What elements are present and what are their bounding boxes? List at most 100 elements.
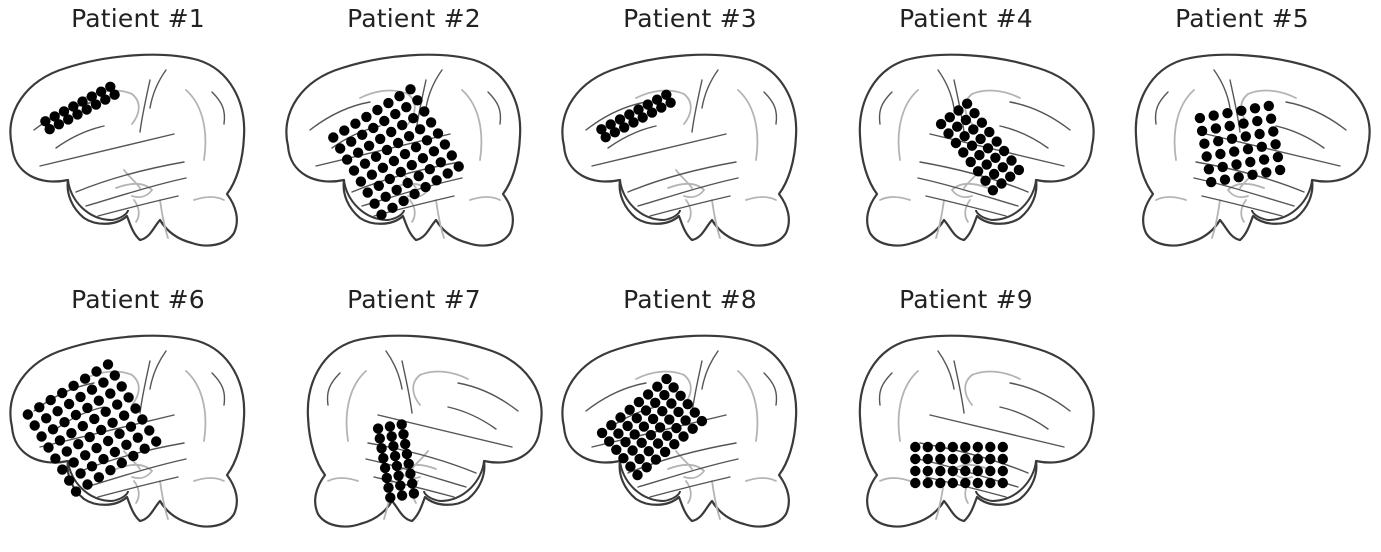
electrode [1199,139,1209,149]
electrode [948,454,958,464]
electrode [935,442,945,452]
electrode [382,473,392,483]
electrode [620,437,630,447]
electrode [983,143,993,153]
electrode [36,431,46,441]
electrode [82,403,92,413]
electrode [627,445,637,455]
electrode [107,418,117,428]
electrode [87,385,97,395]
electrode [611,445,621,455]
electrode [45,124,55,134]
electrode [973,442,983,452]
electrode [57,388,67,398]
electrode [1227,134,1237,144]
patient-4-title: Patient #4 [828,4,1104,33]
electrode [400,439,410,449]
patient-5-brain [1104,50,1380,255]
electrode [1211,123,1221,133]
electrode [63,114,73,124]
electrode [936,119,946,129]
electrode [642,462,652,472]
electrode [935,454,945,464]
electrode [422,135,432,145]
patient-8-brain [552,331,828,536]
electrode [1202,151,1212,161]
electrode [402,449,412,459]
brain-drawing [308,336,542,527]
electrode [656,102,666,112]
panel-patient-2: Patient #2 [276,0,552,271]
electrode [1252,116,1262,126]
electrode [398,429,408,439]
electrode [376,210,386,220]
panel-patient-1: Patient #1 [0,0,276,271]
electrode [62,446,72,456]
electrode [403,178,413,188]
patient-6-brain [0,331,276,536]
electrode [910,442,920,452]
electrode [342,154,352,164]
electrode [409,488,419,498]
electrode [668,382,678,392]
electrode [80,450,90,460]
electrode [117,458,127,468]
electrode [958,147,968,157]
electrode [339,125,349,135]
electrode [935,466,945,476]
electrode [419,106,429,116]
electrode [638,112,648,122]
electrode [383,483,393,493]
electrode [426,117,436,127]
electrode [1243,144,1253,154]
electrode [610,127,620,137]
electrode [1215,149,1225,159]
electrode [923,442,933,452]
electrode [662,431,672,441]
electrode [64,399,74,409]
electrode [371,152,381,162]
electrode [23,409,33,419]
electrode [923,454,933,464]
electrode [1247,170,1257,180]
electrode [652,382,662,392]
electrode [935,478,945,488]
electrode [660,447,670,457]
electrode [114,429,124,439]
electrode [350,119,360,129]
electrode [646,430,656,440]
electrode [393,138,403,148]
electrode [52,406,62,416]
electrode [697,416,707,426]
brain-drawing [860,336,1094,527]
electrode [401,102,411,112]
electrode [443,168,453,178]
electrode [1213,136,1223,146]
electrode [1245,157,1255,167]
electrode [447,150,457,160]
electrode [80,374,90,384]
electrode [669,439,679,449]
electrode [349,165,359,175]
electrode [678,431,688,441]
electrode [953,105,963,115]
electrode [1204,164,1214,174]
electrode [661,374,671,384]
electrode [50,453,60,463]
electrode [619,122,629,132]
electrode [1270,139,1280,149]
electrode [683,399,693,409]
electrode [1275,165,1285,175]
electrode [91,99,101,109]
electrode [48,424,58,434]
electrode [440,139,450,149]
electrode [374,181,384,191]
electrode [1259,154,1269,164]
electrode [639,421,649,431]
electrode [945,112,955,122]
brain-drawing [562,55,796,246]
electrode [69,457,79,467]
electrode [634,454,644,464]
electrode [380,463,390,473]
electrode [648,414,658,424]
